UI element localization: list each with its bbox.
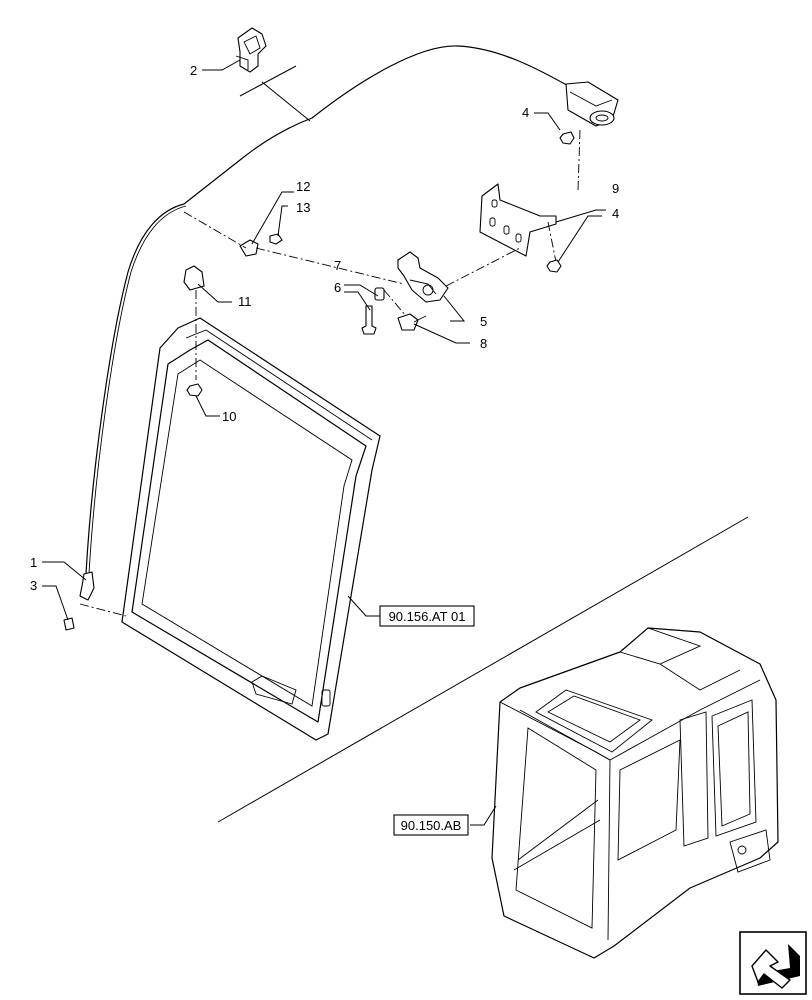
callout-5: 5 [480, 314, 487, 329]
reference-window-frame-label: 90.156.AT 01 [389, 609, 466, 624]
callout-4-lower: 4 [612, 206, 619, 221]
arrow-left-down-icon[interactable] [739, 931, 807, 995]
reference-cab-label: 90.150.AB [401, 818, 462, 833]
holder-part-11 [183, 265, 205, 380]
cable-pulley-bracket [565, 81, 619, 127]
clip-part-12 [183, 211, 405, 285]
reference-window-frame[interactable]: 90.156.AT 01 [347, 595, 475, 627]
callout-13: 13 [296, 200, 310, 215]
callout-3: 3 [30, 578, 37, 593]
window-frame [79, 317, 381, 741]
bolt-part-4-lower [546, 259, 562, 273]
clip-part-2 [235, 27, 267, 73]
bolt-part-6 [361, 305, 377, 335]
tag-part-3 [63, 617, 75, 631]
callout-12: 12 [296, 179, 310, 194]
callout-1: 1 [30, 555, 37, 570]
release-cable [85, 45, 573, 575]
callout-2: 2 [190, 63, 197, 78]
screw-part-13 [269, 233, 283, 245]
callout-6: 6 [334, 280, 341, 295]
callout-10: 10 [222, 409, 236, 424]
callout-labels: 2 4 9 4 12 13 7 6 5 8 11 10 1 3 [30, 63, 619, 593]
callout-4-top: 4 [522, 105, 529, 120]
separator-lines [217, 65, 749, 823]
callout-leaders [42, 59, 606, 621]
callout-11: 11 [238, 294, 252, 309]
handle-part-1 [79, 571, 95, 601]
bolt-part-4-top [559, 129, 581, 191]
pin-part-7 [374, 287, 385, 301]
bracket-plate-part-9 [479, 183, 557, 263]
callout-9: 9 [612, 181, 619, 196]
cab-assembly [491, 627, 779, 959]
callout-8: 8 [480, 336, 487, 351]
nut-part-10 [186, 383, 203, 397]
reference-cab[interactable]: 90.150.AB [393, 805, 497, 836]
latch-part-5 [383, 247, 521, 317]
callout-7: 7 [334, 258, 341, 273]
